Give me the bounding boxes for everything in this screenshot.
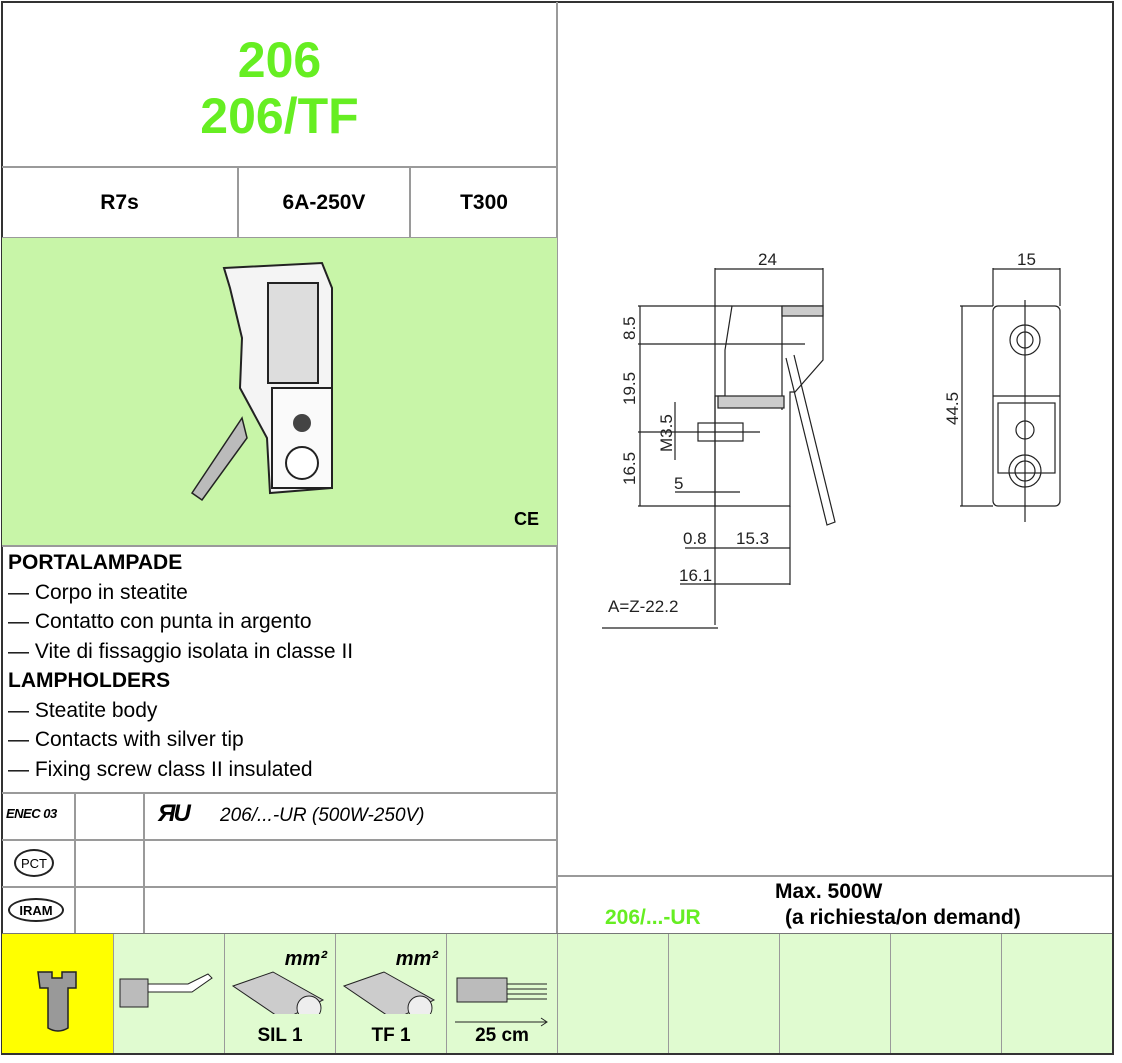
dim-width: 24 <box>758 250 777 269</box>
enec-logo: ENEC 03 <box>6 806 57 821</box>
heading-en: LAMPHOLDERS <box>8 669 171 692</box>
sil-wire-cell: mm² SIL 1 <box>225 934 335 1053</box>
dim-16-1: 16.1 <box>679 566 712 585</box>
dim-5: 5 <box>674 474 683 493</box>
spec-rating: 6A-250V <box>282 190 366 214</box>
dim-16-5: 16.5 <box>620 452 639 485</box>
dim-19-5: 19.5 <box>620 372 639 405</box>
ur-code: 206/...-UR <box>605 906 701 929</box>
terminal-cell <box>114 934 224 1053</box>
spec-base: R7s <box>100 190 139 214</box>
tf-cable-icon <box>342 971 436 1014</box>
screw-fixing-cell <box>2 934 113 1053</box>
product-title: 206 206/TF <box>2 2 557 167</box>
desc-item: — Fixing screw class II insulated <box>8 757 313 781</box>
screw-icon <box>37 971 77 1032</box>
empty-cell <box>1002 934 1112 1053</box>
gost-logo: PCT <box>14 849 54 877</box>
spec-temp: T300 <box>460 190 508 214</box>
empty-cell <box>669 934 779 1053</box>
desc-item: — Steatite body <box>8 698 158 722</box>
sil-label: SIL 1 <box>257 1025 303 1046</box>
tf-wire-cell: mm² TF 1 <box>336 934 446 1053</box>
ur-logo: ЯU <box>158 800 191 827</box>
dim-a-z: A=Z-22.2 <box>608 597 678 616</box>
product-code: 206 <box>237 32 322 88</box>
ce-mark: CE <box>514 509 539 529</box>
lead-length-icon <box>455 977 548 1027</box>
silicone-cable-icon <box>231 971 325 1014</box>
desc-item: — Vite di fissaggio isolata in classe II <box>8 639 354 663</box>
lampholder-illustration: CE <box>190 261 539 529</box>
wire-section-unit: mm² <box>395 948 438 970</box>
ur-certification: 206/...-UR (500W-250V) <box>220 805 425 826</box>
iram-logo: IRAM <box>8 898 64 922</box>
description: PORTALAMPADE — Corpo in steatite — Conta… <box>8 548 553 784</box>
dim-15-3: 15.3 <box>736 529 769 548</box>
dim-m3-5: M3.5 <box>657 414 676 452</box>
lead-length-label: 25 cm <box>475 1025 529 1046</box>
empty-cell <box>558 934 668 1053</box>
terminal-connector-icon <box>119 973 213 1008</box>
max-power-row: Max. 500W 206/...-UR (a richiesta/on dem… <box>557 876 1112 934</box>
technical-drawing: 24 15 8.5 19.5 16.5 M3.5 5 0.8 15.3 16.1… <box>602 250 1061 629</box>
tf-label: TF 1 <box>371 1025 411 1046</box>
wire-section-unit: mm² <box>284 948 327 970</box>
lead-length-cell: 25 cm <box>447 934 557 1053</box>
product-code-tf: 206/TF <box>200 88 359 144</box>
heading-it: PORTALAMPADE <box>8 551 183 574</box>
empty-cell <box>891 934 1001 1053</box>
dim-height: 44.5 <box>943 392 962 425</box>
desc-item: — Corpo in steatite <box>8 580 188 604</box>
empty-cell <box>780 934 890 1053</box>
desc-item: — Contatto con punta in argento <box>8 610 312 633</box>
dim-8-5: 8.5 <box>620 316 639 340</box>
dim-0-8: 0.8 <box>683 529 707 548</box>
desc-item: — Contacts with silver tip <box>8 728 244 751</box>
product-image: CE <box>2 238 557 545</box>
dim-width-front: 15 <box>1017 250 1036 269</box>
max-power: Max. 500W <box>775 880 883 903</box>
on-demand-note: (a richiesta/on demand) <box>785 906 1021 929</box>
